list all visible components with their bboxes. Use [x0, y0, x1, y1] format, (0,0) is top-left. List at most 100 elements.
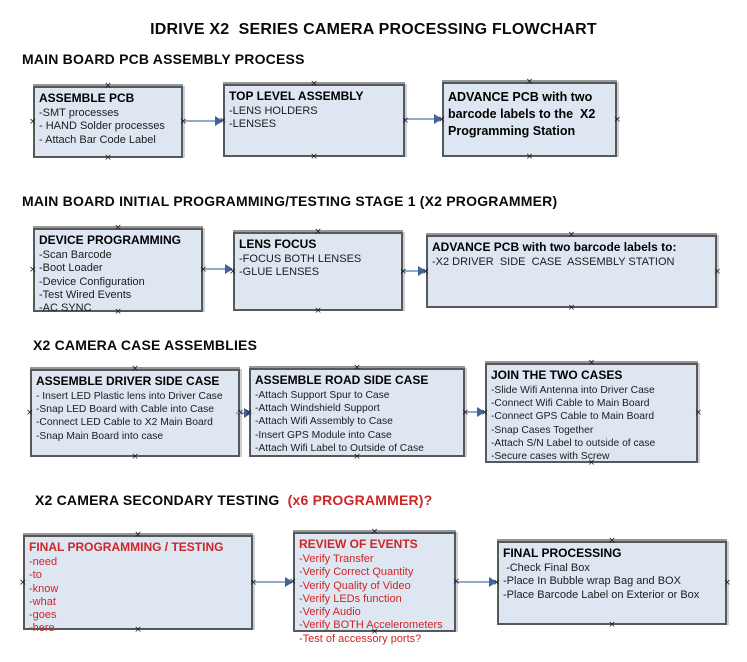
- box-title: LENS FOCUS: [239, 237, 317, 251]
- box-item: -LENSES: [229, 118, 277, 131]
- box-items: -need-to-know-what-goes-here: [29, 556, 246, 636]
- arrow-line: [403, 270, 422, 272]
- arrow-line: [236, 412, 248, 414]
- section-heading-secondary-testing: X2 CAMERA SECONDARY TESTING (x6 PROGRAMM…: [35, 492, 432, 508]
- box-item: -Device Configuration: [39, 275, 145, 288]
- arrow-line: [203, 268, 229, 270]
- box-item: -what: [29, 595, 56, 608]
- section-heading-pcb-assembly: MAIN BOARD PCB ASSEMBLY PROCESS: [22, 51, 305, 67]
- box-item: -Secure cases with Screw: [491, 451, 610, 463]
- box-item: -SMT processes: [39, 107, 119, 119]
- section-heading-case-assemblies: X2 CAMERA CASE ASSEMBLIES: [33, 337, 257, 353]
- section-heading-text: X2 CAMERA CASE ASSEMBLIES: [33, 337, 258, 353]
- connector-handle-icon: ×: [104, 81, 112, 91]
- box-title: JOIN THE TWO CASES: [491, 368, 623, 382]
- box-item: -Verify LEDs function: [299, 592, 402, 605]
- section-heading-text: MAIN BOARD INITIAL PROGRAMMING/TESTING S…: [22, 193, 558, 209]
- arrowhead-icon: [225, 264, 233, 274]
- box-title: TOP LEVEL ASSEMBLY: [229, 89, 364, 103]
- box-items: -SMT processes- HAND Solder processes- A…: [39, 107, 176, 147]
- box-lens-focus: LENS FOCUS -FOCUS BOTH LENSES-GLUE LENSE…: [229, 228, 407, 316]
- box-item: -Verify BOTH Accelerometers: [299, 619, 443, 632]
- box-title: ADVANCE PCB with two barcode labels to:: [432, 240, 677, 254]
- connector-handle-icon: ×: [131, 452, 139, 462]
- box-item: -LENS HOLDERS: [229, 105, 318, 117]
- section-heading-text: X2 CAMERA SECONDARY TESTING: [35, 492, 284, 508]
- box-item: -Place In Bubble wrap Bag and BOX: [503, 575, 681, 588]
- flow-arrow: [465, 407, 485, 417]
- arrowhead-icon: [489, 577, 497, 587]
- flow-arrow: [203, 264, 233, 274]
- box-item: -Attach Wifi Assembly to Case: [255, 416, 393, 428]
- box-device-programming: DEVICE PROGRAMMING -Scan Barcode-Boot Lo…: [29, 224, 207, 317]
- box-item: -Slide Wifi Antenna into Driver Case: [491, 385, 655, 396]
- box-item: -FOCUS BOTH LENSES: [239, 253, 362, 265]
- connector-handle-icon: ×: [310, 79, 318, 89]
- box-item: -Connect Wifi Cable to Main Board: [491, 398, 650, 410]
- box-items: -Attach Support Spur to Case-Attach Wind…: [255, 389, 458, 455]
- box-final-processing: FINAL PROCESSING -Check Final Box-Place …: [493, 537, 731, 630]
- arrowhead-icon: [477, 407, 485, 417]
- arrowhead-icon: [418, 266, 426, 276]
- box-item: -Check Final Box: [503, 562, 590, 574]
- connector-handle-icon: ×: [608, 620, 616, 630]
- box-advance-pcb-driver-side: ADVANCE PCB with two barcode labels to: …: [422, 231, 721, 313]
- connector-handle-icon: ×: [525, 152, 534, 162]
- flow-arrow: [183, 116, 223, 126]
- box-item: -Place Barcode Label on Exterior or Box: [503, 588, 700, 601]
- box-items: -Slide Wifi Antenna into Driver Case -Con…: [491, 384, 691, 463]
- arrow-line: [456, 581, 493, 583]
- box-item: -Snap Main Board into case: [36, 430, 164, 442]
- connector-handle-icon: ×: [370, 527, 379, 537]
- box-item: -Scan Barcode: [39, 249, 112, 261]
- box-item: -Snap Cases Together: [491, 424, 594, 436]
- connector-handle-icon: ×: [314, 227, 322, 237]
- arrow-line: [183, 120, 219, 122]
- section-heading-text: MAIN BOARD PCB ASSEMBLY PROCESS: [22, 51, 305, 67]
- flow-arrow: [403, 266, 426, 276]
- box-item: -here: [29, 622, 55, 635]
- box-item: -Verify Correct Quantity: [299, 566, 414, 579]
- box-item: -Connect LED Cable to X2 Main Board: [36, 417, 213, 429]
- box-item: -know: [29, 582, 59, 595]
- flow-arrow: [405, 114, 442, 124]
- connector-handle-icon: ×: [310, 152, 318, 162]
- box-item: -Verify Quality of Video: [299, 579, 411, 592]
- box-assemble-driver-side-case: ASSEMBLE DRIVER SIDE CASE - Insert LED P…: [26, 365, 244, 462]
- box-title: ASSEMBLE ROAD SIDE CASE: [255, 373, 429, 387]
- arrowhead-icon: [215, 116, 223, 126]
- connector-handle-icon: ×: [694, 408, 702, 418]
- box-assemble-pcb: ASSEMBLE PCB -SMT processes- HAND Solder…: [29, 82, 187, 163]
- box-assemble-road-side-case: ASSEMBLE ROAD SIDE CASE -Attach Support …: [245, 364, 469, 462]
- flow-arrow: [253, 577, 293, 587]
- box-item: -Boot Loader: [39, 262, 103, 275]
- box-item: -X2 DRIVER SIDE CASE ASSEMBLY STATION: [432, 256, 675, 268]
- connector-handle-icon: ×: [723, 578, 731, 588]
- box-title: DEVICE PROGRAMMING: [39, 233, 182, 247]
- box-top-level-assembly: TOP LEVEL ASSEMBLY -LENS HOLDERS-LENSES …: [219, 80, 409, 162]
- box-item: - Insert LED Plastic lens into Driver Ca…: [36, 391, 223, 402]
- connector-handle-icon: ×: [314, 306, 322, 316]
- box-item: -Snap LED Board with Cable into Case: [36, 404, 215, 416]
- box-items: -X2 DRIVER SIDE CASE ASSEMBLY STATION: [432, 256, 710, 269]
- flow-arrow: [456, 577, 497, 587]
- connector-handle-icon: ×: [713, 266, 721, 277]
- connector-handle-icon: ×: [114, 223, 122, 233]
- connector-handle-icon: ×: [613, 114, 621, 125]
- connector-handle-icon: ×: [104, 153, 112, 163]
- arrow-line: [465, 411, 481, 413]
- box-items: -FOCUS BOTH LENSES-GLUE LENSES: [239, 253, 396, 280]
- box-title: ASSEMBLE PCB: [39, 91, 135, 105]
- connector-handle-icon: ×: [353, 363, 361, 373]
- box-items: -LENS HOLDERS-LENSES: [229, 105, 398, 132]
- box-title: ASSEMBLE DRIVER SIDE CASE: [36, 374, 220, 388]
- box-items: -Check Final Box-Place In Bubble wrap Ba…: [503, 562, 720, 602]
- connector-handle-icon: ×: [567, 230, 576, 240]
- connector-handle-icon: ×: [26, 408, 34, 418]
- box-item: - Attach Bar Code Label: [39, 133, 156, 146]
- connector-handle-icon: ×: [525, 77, 534, 87]
- box-item: -Attach S/N Label to outside of case: [491, 437, 656, 449]
- connector-handle-icon: ×: [29, 117, 37, 127]
- connector-handle-icon: ×: [29, 265, 37, 275]
- arrowhead-icon: [244, 408, 252, 418]
